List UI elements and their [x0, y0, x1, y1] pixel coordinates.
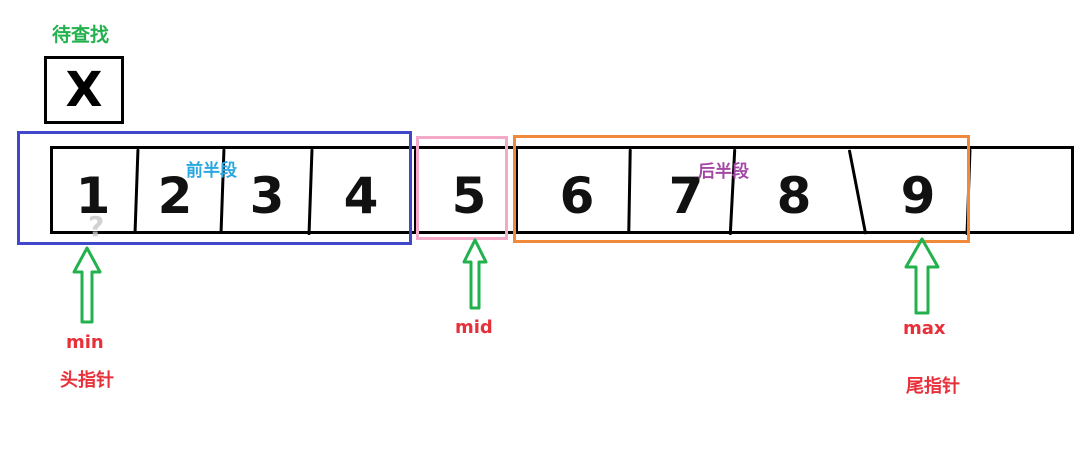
array-cell-1: 1	[75, 167, 111, 225]
min-pointer-label: min	[66, 332, 104, 353]
array-cell-4: 4	[343, 167, 379, 225]
mid-box	[416, 136, 508, 240]
max-pointer-label: max	[903, 318, 946, 339]
smudge-mark: ?	[88, 210, 105, 243]
target-value: X	[65, 62, 103, 118]
min-arrow-icon	[72, 246, 102, 324]
second-half-box	[513, 135, 970, 243]
array-strip: 1 2 3 4 5 6 7 8 9	[50, 146, 1074, 236]
cell-divider	[515, 149, 518, 233]
mid-pointer-label: mid	[455, 317, 493, 338]
target-value-box: X	[44, 56, 124, 124]
cell-divider	[414, 149, 417, 233]
target-label: 待查找	[52, 24, 110, 46]
head-pointer-label: 头指针	[60, 370, 114, 391]
array-cell-5: 5	[451, 167, 487, 225]
max-arrow-icon	[904, 237, 940, 315]
array-cell-2: 2	[157, 167, 193, 225]
array-cell-8: 8	[776, 167, 812, 225]
array-cell-6: 6	[559, 167, 595, 225]
array-cell-7: 7	[668, 167, 704, 225]
tail-pointer-label: 尾指针	[906, 376, 960, 397]
mid-arrow-icon	[462, 238, 488, 310]
array-cell-9: 9	[900, 167, 936, 225]
first-half-box	[17, 131, 412, 245]
first-half-label: 前半段	[186, 161, 237, 181]
array-cell-3: 3	[249, 167, 285, 225]
second-half-label: 后半段	[698, 162, 749, 182]
